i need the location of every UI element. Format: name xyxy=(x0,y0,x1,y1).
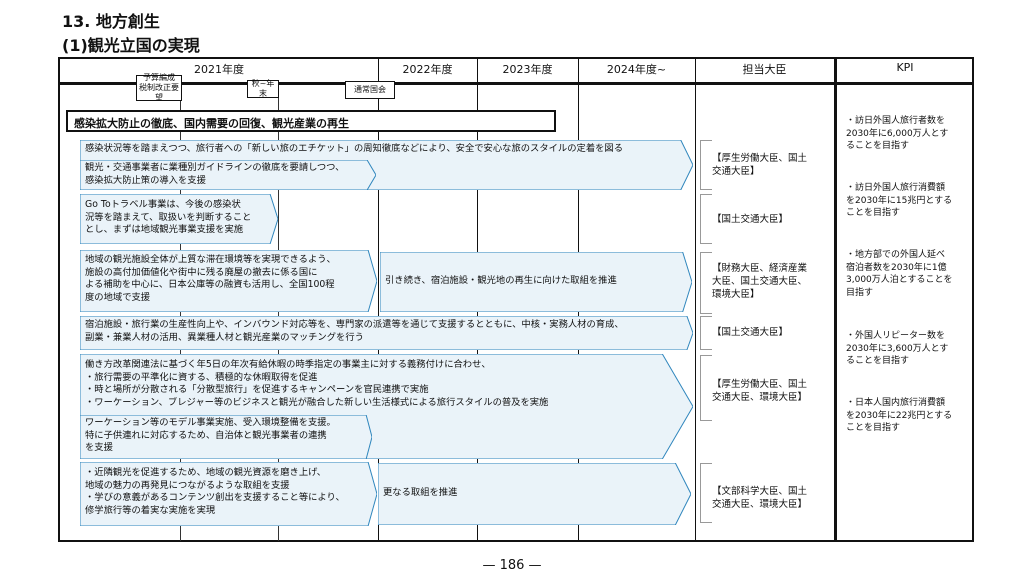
subsection-title: (1)観光立国の実現 xyxy=(62,36,200,55)
arrow-productivity: 宿泊施設・旅行業の生産性向上や、インバウンド対応等を、専門家の派遣等を通じて支援… xyxy=(80,316,693,350)
minister: 【国土交通大臣】 xyxy=(712,214,789,225)
measure-text: 観光・交通事業者に業種別ガイドラインの徹底を要請しつつ、 感染拡大防止策の導入を… xyxy=(85,162,345,186)
measure-text: 引き続き、宿泊施設・観光地の再生に向けた取組を推進 xyxy=(385,275,617,286)
measure-text: 地域の観光施設全体が上質な滞在環境等を実現できるよう、 施設の高付加価値化や街中… xyxy=(85,254,336,303)
minister: 【財務大臣、経済産業 大臣、国土交通大臣、 環境大臣】 xyxy=(712,263,808,300)
arrow-local-next: 更なる取組を推進 xyxy=(378,463,691,525)
kpi-item: ・外国人リピーター数を 2030年に3,600万人とす ることを目指す xyxy=(846,331,949,366)
col-kpi: KPI xyxy=(896,61,914,74)
measure-text: 感染状況等を踏まえつつ、旅行者への「新しい旅のエチケット」の周知徹底などにより、… xyxy=(85,143,624,154)
measure-text: 働き方改革関連法に基づく年5日の年次有給休暇の時季指定の事業主に対する義務付けに… xyxy=(85,359,549,408)
arrow-local: ・近隣観光を促進するため、地域の観光資源を磨き上げ、 地域の魅力の再発見につなが… xyxy=(80,462,377,526)
divider xyxy=(378,57,379,542)
divider xyxy=(834,57,837,542)
kpi-item: ・地方部での外国人延べ 宿泊者数を2030年に1億 3,000万人泊とすることを… xyxy=(846,250,953,298)
measure-text: ワーケーション等のモデル事業実施、受入環境整備を支援。 特に子供連れに対応するた… xyxy=(85,417,336,453)
kpi-item: ・日本人国内旅行消費額 を2030年に22兆円とする ことを目指す xyxy=(846,398,953,433)
measure-text: 更なる取組を推進 xyxy=(383,487,458,498)
bracket xyxy=(700,140,712,190)
milestone-autumn: 秋~年末 xyxy=(247,79,279,98)
measure-text: 宿泊施設・旅行業の生産性向上や、インバウンド対応等を、専門家の派遣等を通じて支援… xyxy=(85,319,624,343)
minister: 【国土交通大臣】 xyxy=(712,327,789,338)
kpi-item: ・訪日外国人旅行者数を 2030年に6,000万人とす ることを目指す xyxy=(846,116,949,151)
bracket xyxy=(700,252,712,314)
minister: 【厚生労働大臣、国土 交通大臣】 xyxy=(712,153,808,177)
policy-banner: 感染拡大防止の徹底、国内需要の回復、観光産業の再生 xyxy=(66,110,556,132)
header-divider xyxy=(58,82,974,85)
col-minister: 担当大臣 xyxy=(742,63,787,76)
arrow-facilities: 地域の観光施設全体が上質な滞在環境等を実現できるよう、 施設の高付加価値化や街中… xyxy=(80,250,377,312)
milestone-diet: 通常国会 xyxy=(345,81,395,99)
col-2023: 2023年度 xyxy=(502,63,553,76)
section-title: 13. 地方創生 xyxy=(62,12,160,31)
divider xyxy=(695,57,696,542)
bracket xyxy=(700,355,712,421)
kpi-item: ・訪日外国人旅行消費額 を2030年に15兆円とする ことを目指す xyxy=(846,183,953,218)
arrow-workation: ワーケーション等のモデル事業実施、受入環境整備を支援。 特に子供連れに対応するた… xyxy=(80,415,372,459)
bracket xyxy=(700,194,712,244)
measure-text: Go Toトラベル事業は、今後の感染状 況等を踏まえて、取扱いを判断すること と… xyxy=(85,199,252,235)
arrow-goto: Go Toトラベル事業は、今後の感染状 況等を踏まえて、取扱いを判断すること と… xyxy=(80,194,278,244)
col-2024: 2024年度~ xyxy=(606,63,667,76)
col-2022: 2022年度 xyxy=(402,63,453,76)
col-2021: 2021年度 xyxy=(194,63,244,76)
bracket xyxy=(700,316,712,350)
measure-text: ・近隣観光を促進するため、地域の観光資源を磨き上げ、 地域の魅力の再発見につなが… xyxy=(85,467,345,516)
milestone-budget: 予算編成 税制改正要望 xyxy=(136,73,182,102)
minister: 【厚生労働大臣、国土 交通大臣、環境大臣】 xyxy=(712,379,808,403)
minister: 【文部科学大臣、国土 交通大臣、環境大臣】 xyxy=(712,486,808,510)
divider xyxy=(180,83,181,541)
arrow-guideline: 観光・交通事業者に業種別ガイドラインの徹底を要請しつつ、 感染拡大防止策の導入を… xyxy=(80,160,376,190)
roadmap-table xyxy=(58,57,974,542)
bracket xyxy=(700,463,712,523)
arrow-facilities-next: 引き続き、宿泊施設・観光地の再生に向けた取組を推進 xyxy=(380,252,692,312)
divider xyxy=(278,83,279,541)
page-number: — 186 — xyxy=(482,558,542,573)
